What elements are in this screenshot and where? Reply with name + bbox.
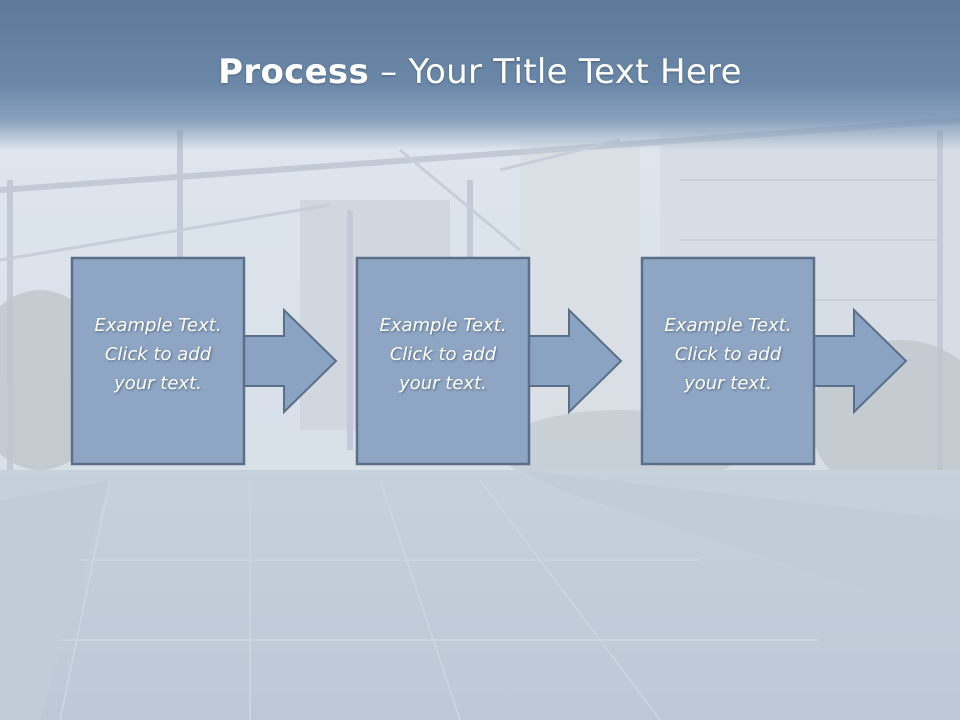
process-step-3[interactable] xyxy=(640,256,908,466)
step-arrow-3 xyxy=(809,307,908,415)
step-text-2[interactable]: Example Text. Click to add your text. xyxy=(379,315,507,394)
step-arrow-2 xyxy=(524,307,623,415)
step-arrow-1 xyxy=(239,307,338,415)
title-bar xyxy=(0,0,960,150)
step-text-3[interactable]: Example Text. Click to add your text. xyxy=(664,315,792,394)
step-box-2 xyxy=(355,256,531,466)
slide-title[interactable]: Process – Your Title Text Here xyxy=(0,52,960,92)
title-separator: – xyxy=(369,52,409,92)
title-bold: Process xyxy=(218,52,370,92)
step-box-1 xyxy=(70,256,246,466)
step-box-3 xyxy=(640,256,816,466)
process-step-1[interactable] xyxy=(70,256,338,466)
step-text-1[interactable]: Example Text. Click to add your text. xyxy=(94,315,222,394)
process-step-2[interactable] xyxy=(355,256,623,466)
title-rest: Your Title Text Here xyxy=(408,52,742,92)
